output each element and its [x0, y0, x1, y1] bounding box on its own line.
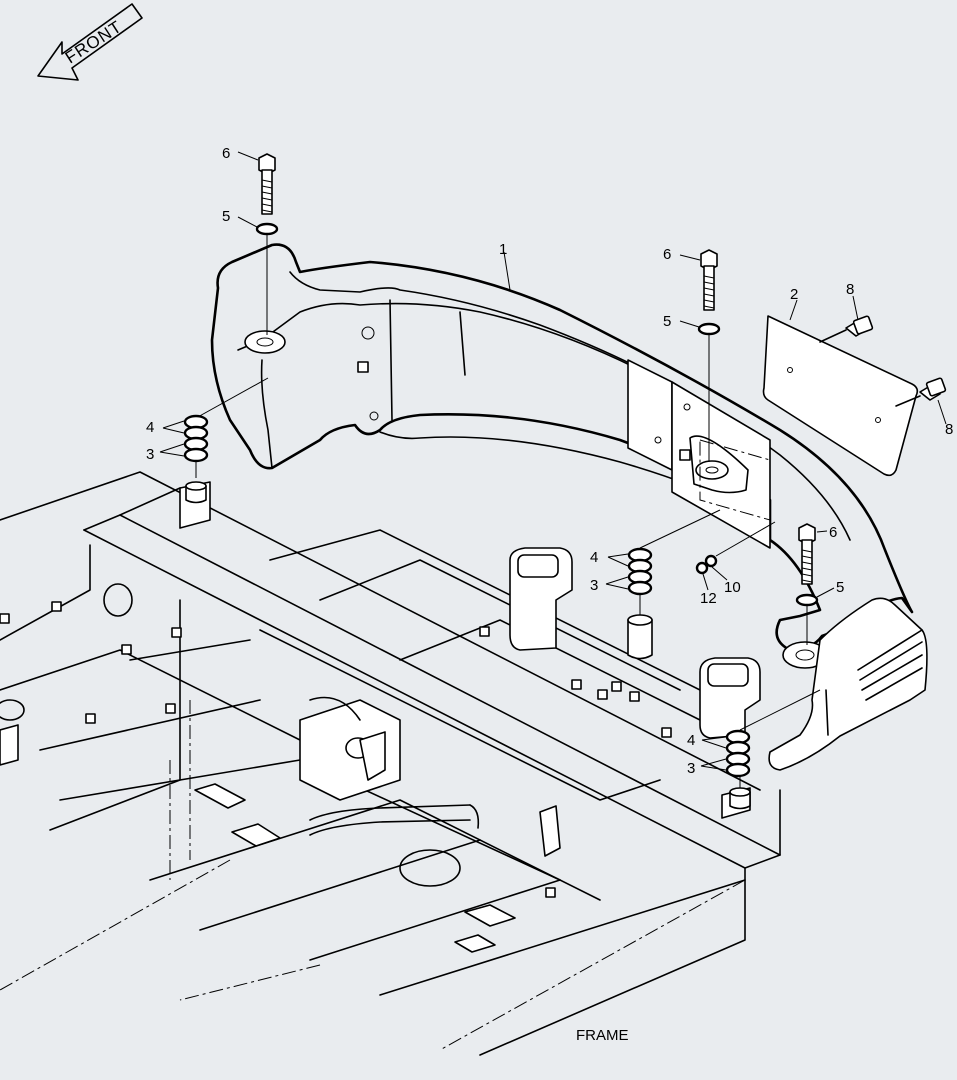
- leader-lines: [159, 151, 947, 771]
- shim-stack-left: [183, 414, 209, 463]
- callout-5-left: 5: [222, 208, 230, 225]
- callout-3-right: 3: [687, 760, 695, 777]
- front-arrow: FRONT: [37, 3, 143, 81]
- callout-10: 10: [724, 579, 741, 596]
- bolt-center: [700, 249, 718, 311]
- callout-5-right: 5: [836, 579, 844, 596]
- callout-3-left: 3: [146, 446, 154, 463]
- counterweight: [210, 243, 928, 771]
- callout-12: 12: [700, 590, 717, 607]
- washer-center: [697, 322, 721, 336]
- shim-stack-center: [627, 547, 653, 596]
- callout-8-upper: 8: [846, 281, 854, 298]
- callout-6-center: 6: [663, 246, 671, 263]
- plate-bolt-upper: [819, 315, 874, 343]
- bolt-left: [258, 153, 276, 215]
- frame-body: [0, 471, 781, 1056]
- frame-caption: FRAME: [576, 1027, 629, 1044]
- plate-bolt-lower: [895, 377, 947, 407]
- shim-stack-right: [725, 729, 751, 778]
- callout-5-center: 5: [663, 313, 671, 330]
- callout-8-lower: 8: [945, 421, 953, 438]
- plate: [762, 315, 919, 477]
- bolt-right: [798, 523, 816, 585]
- washer-left: [255, 222, 279, 236]
- callout-6-left: 6: [222, 145, 230, 162]
- callout-4-left: 4: [146, 419, 154, 436]
- callout-3-center: 3: [590, 577, 598, 594]
- callout-6-right: 6: [829, 524, 837, 541]
- washer-right: [795, 593, 819, 607]
- callout-4-center: 4: [590, 549, 598, 566]
- callout-4-right: 4: [687, 732, 695, 749]
- front-label: FRONT: [62, 17, 126, 68]
- nut-washer: [695, 521, 776, 575]
- callout-1: 1: [499, 241, 507, 258]
- callout-2: 2: [790, 286, 798, 303]
